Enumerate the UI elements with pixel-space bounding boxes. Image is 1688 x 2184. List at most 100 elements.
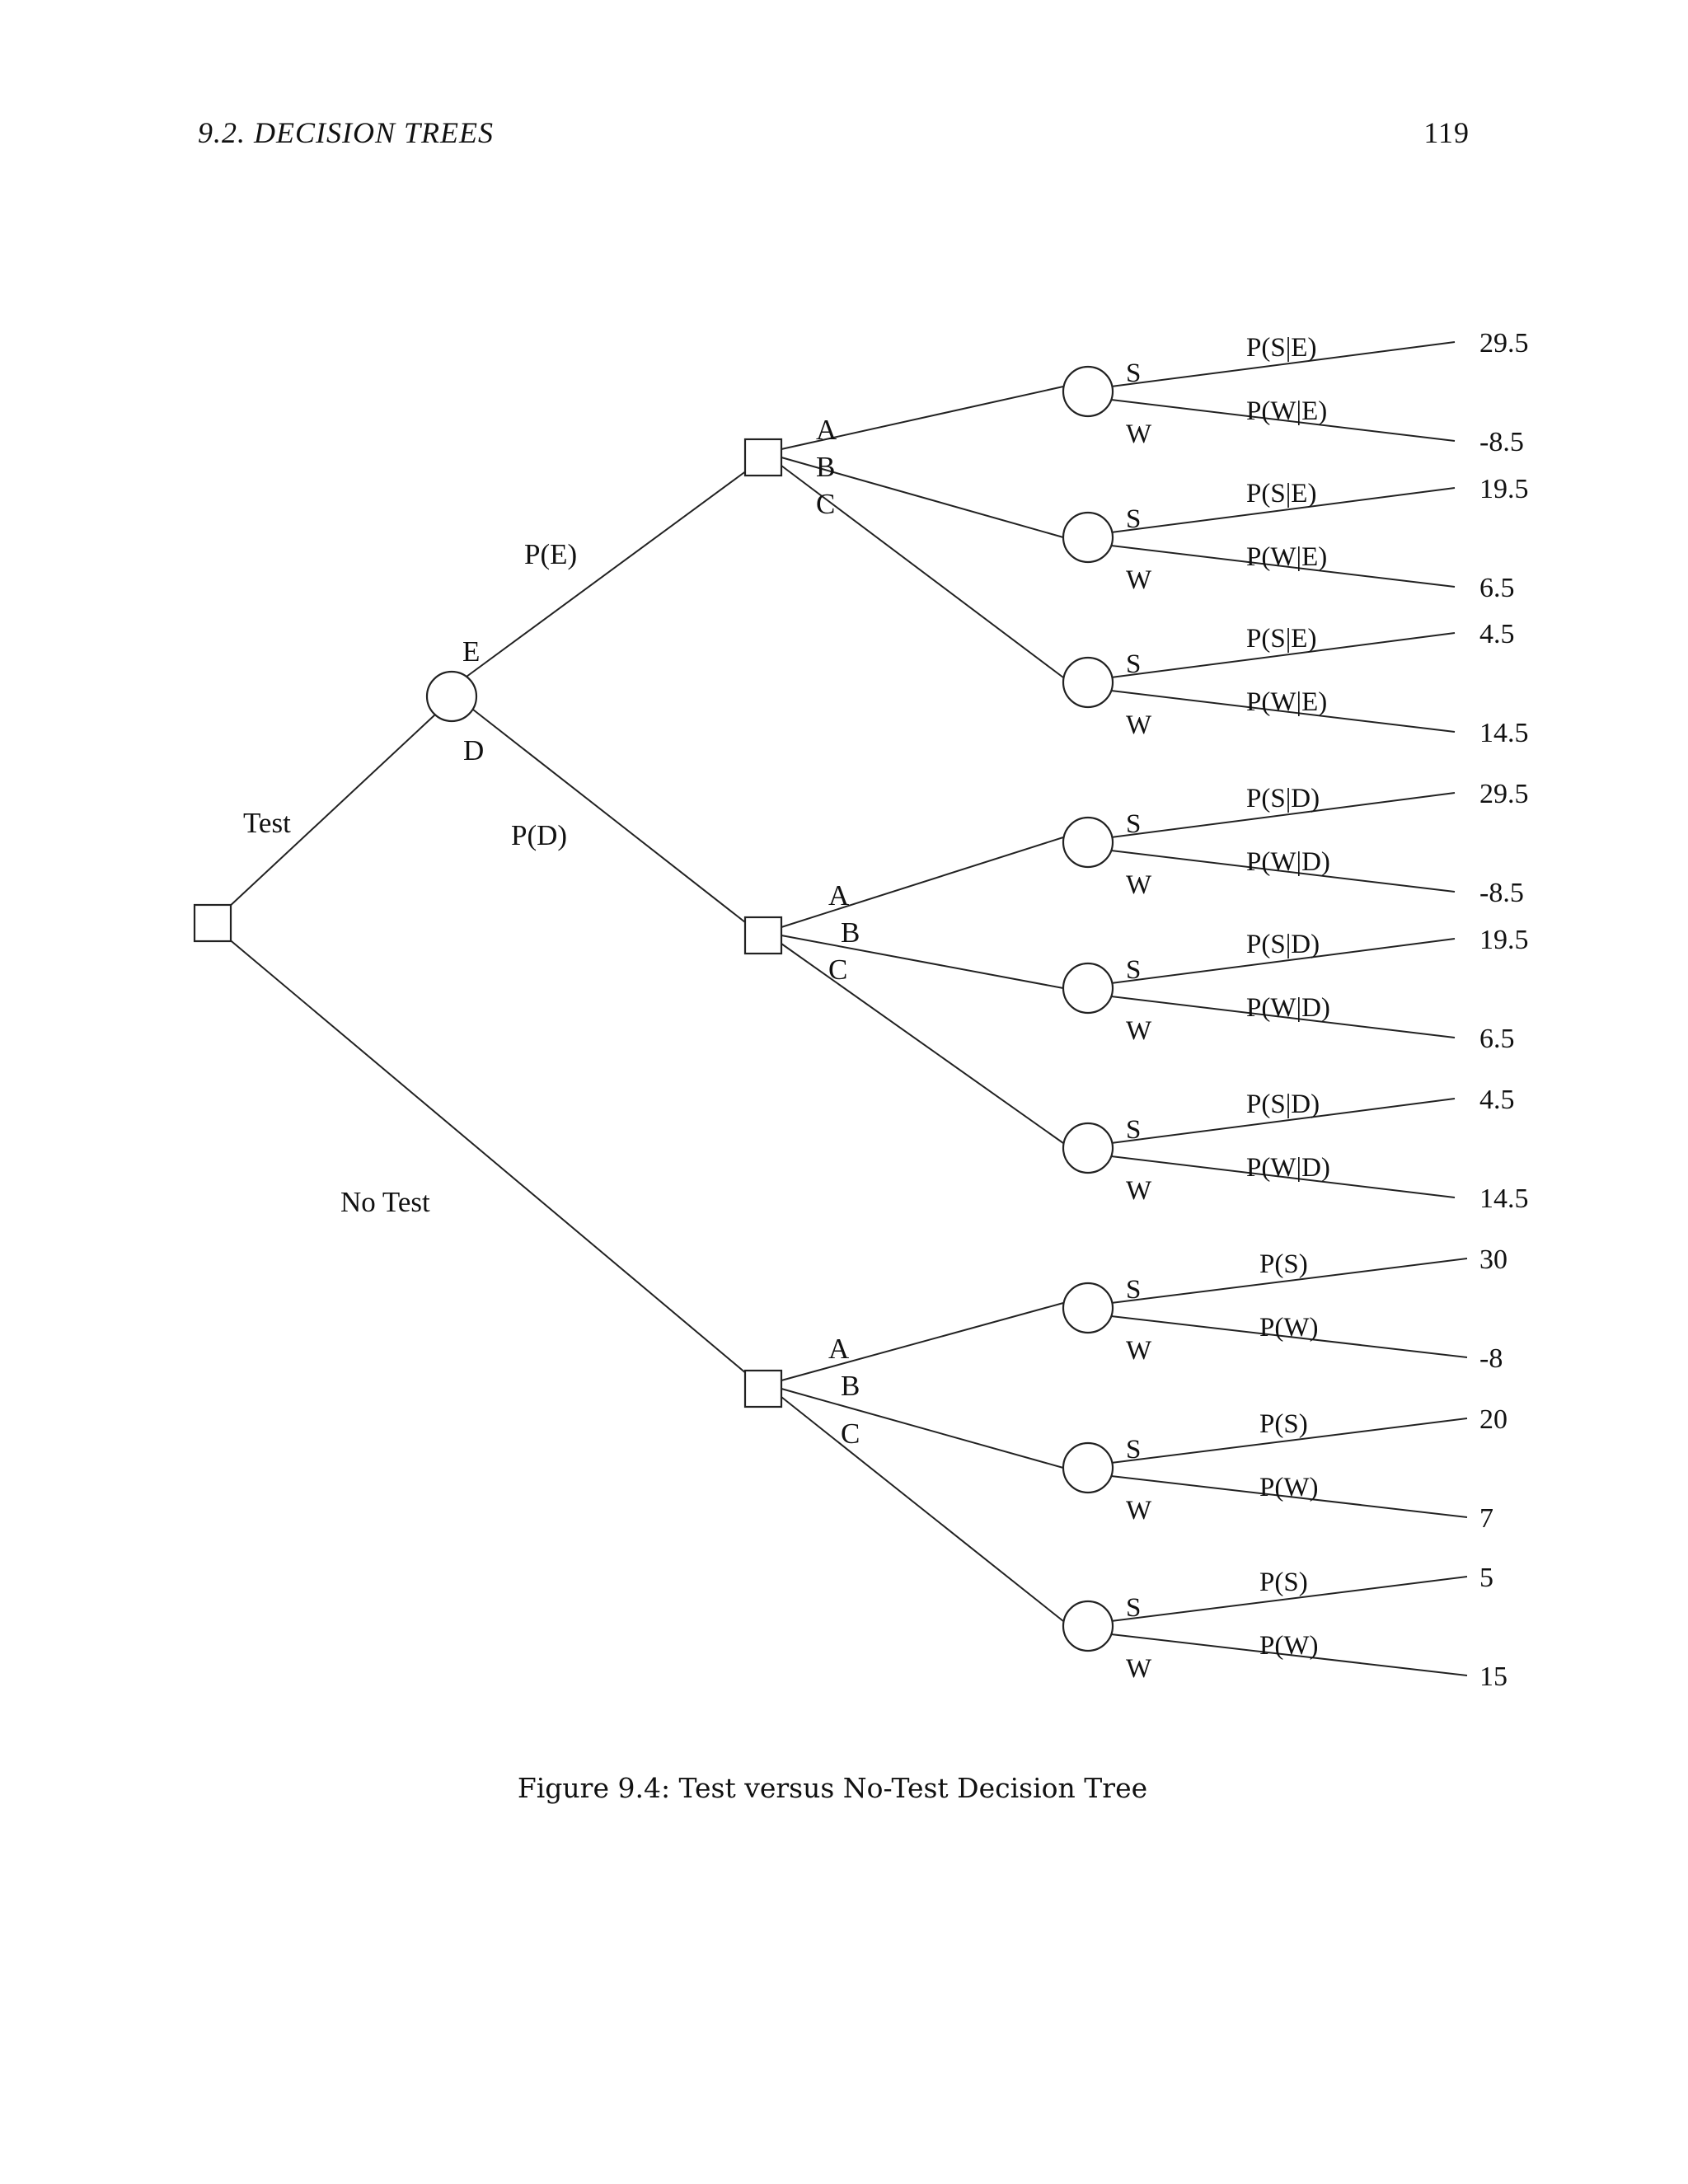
edge-notest-action-c — [781, 1396, 1064, 1622]
chance-node-e-b — [1062, 511, 1114, 564]
label-e-action-c: C — [816, 488, 835, 520]
label-notest-a-prob-s: P(S) — [1259, 1249, 1308, 1279]
label-e-action-a: A — [816, 414, 837, 446]
edge-notest-c-w — [1110, 1633, 1468, 1676]
payoff-d-c-w: 14.5 — [1479, 1183, 1529, 1214]
label-d-a-prob-w: P(W|D) — [1246, 847, 1330, 877]
edge-no-test — [227, 937, 748, 1375]
label-d-action-a: A — [828, 879, 850, 912]
label-notest-b-prob-s: P(S) — [1259, 1409, 1308, 1439]
chance-node-test-result — [425, 670, 478, 723]
label-d-c-prob-s: P(S|D) — [1246, 1090, 1320, 1119]
decision-node-d — [743, 916, 783, 955]
payoff-d-a-s: 29.5 — [1479, 779, 1529, 809]
decision-node-notest — [743, 1369, 783, 1408]
label-e-c-prob-s: P(S|E) — [1246, 624, 1316, 654]
edge-notest-b-s — [1110, 1418, 1468, 1464]
payoff-e-c-s: 4.5 — [1479, 619, 1515, 649]
tree-edges — [227, 341, 1468, 1676]
chance-node-notest-b — [1062, 1441, 1114, 1494]
chance-node-notest-c — [1062, 1600, 1114, 1652]
chance-node-d-a — [1062, 816, 1114, 869]
edge-d-a-w — [1110, 850, 1456, 893]
label-no-test: No Test — [340, 1186, 430, 1218]
label-e-c-s: S — [1126, 649, 1141, 679]
label-d-action-c: C — [828, 954, 847, 986]
payoff-d-b-w: 6.5 — [1479, 1024, 1515, 1054]
label-notest-a-s: S — [1126, 1275, 1141, 1305]
payoff-notest-c-w: 15 — [1479, 1661, 1507, 1692]
payoff-d-a-w: -8.5 — [1479, 878, 1524, 908]
edge-d — [472, 709, 746, 923]
label-notest-a-w: W — [1126, 1336, 1152, 1366]
edge-e-a-w — [1110, 399, 1456, 442]
payoff-e-a-s: 29.5 — [1479, 328, 1529, 359]
running-head-section: 9.2. DECISION TREES — [198, 116, 494, 149]
label-notest-b-w: W — [1126, 1496, 1152, 1526]
tree-nodes — [193, 365, 1114, 1652]
label-d-b-prob-s: P(S|D) — [1246, 930, 1320, 959]
label-e-b-prob-w: P(W|E) — [1246, 542, 1327, 572]
payoff-e-a-w: -8.5 — [1479, 427, 1524, 457]
edge-e — [466, 470, 748, 677]
edge-d-c-w — [1110, 1155, 1456, 1198]
label-e: E — [462, 635, 480, 668]
edge-e-b-s — [1110, 487, 1456, 533]
label-notest-b-s: S — [1126, 1435, 1141, 1465]
edge-e-action-c — [781, 465, 1064, 678]
edge-notest-c-s — [1110, 1576, 1468, 1622]
payoff-notest-a-s: 30 — [1479, 1244, 1507, 1275]
label-d-c-prob-w: P(W|D) — [1246, 1153, 1330, 1183]
payoff-d-b-s: 19.5 — [1479, 925, 1529, 955]
label-d-c-w: W — [1126, 1176, 1152, 1206]
label-notest-c-prob-s: P(S) — [1259, 1568, 1308, 1597]
chance-node-e-a — [1062, 365, 1114, 418]
label-e-b-s: S — [1126, 504, 1141, 534]
chance-node-d-c — [1062, 1122, 1114, 1174]
edge-d-c-s — [1110, 1098, 1456, 1144]
edge-e-b-w — [1110, 545, 1456, 588]
payoff-e-b-s: 19.5 — [1479, 474, 1529, 504]
edge-notest-a-s — [1110, 1258, 1468, 1304]
label-d-a-s: S — [1126, 809, 1141, 839]
chance-node-e-c — [1062, 656, 1114, 709]
label-notest-b-prob-w: P(W) — [1259, 1473, 1318, 1502]
label-e-a-prob-w: P(W|E) — [1246, 396, 1327, 426]
payoff-d-c-s: 4.5 — [1479, 1085, 1515, 1115]
edge-d-a-s — [1110, 792, 1456, 838]
page-number: 119 — [1423, 116, 1470, 149]
label-notest-action-b: B — [841, 1370, 860, 1402]
label-d-c-s: S — [1126, 1115, 1141, 1145]
edge-d-b-w — [1110, 996, 1456, 1038]
label-e-b-prob-s: P(S|E) — [1246, 479, 1316, 509]
payoff-notest-a-w: -8 — [1479, 1343, 1503, 1374]
edge-test — [227, 714, 436, 909]
edge-e-action-b — [781, 457, 1064, 538]
label-e-c-prob-w: P(W|E) — [1246, 687, 1327, 717]
edge-notest-action-b — [781, 1388, 1064, 1469]
label-notest-c-prob-w: P(W) — [1259, 1631, 1318, 1661]
chance-node-d-b — [1062, 962, 1114, 1015]
payoff-notest-b-s: 20 — [1479, 1404, 1507, 1435]
label-test: Test — [243, 807, 291, 839]
decision-node-e — [743, 438, 783, 477]
edge-d-action-b — [781, 935, 1064, 989]
figure-caption: Figure 9.4: Test versus No-Test Decision… — [517, 1772, 1148, 1804]
payoff-notest-b-w: 7 — [1479, 1503, 1493, 1534]
chance-node-notest-a — [1062, 1282, 1114, 1334]
label-notest-c-w: W — [1126, 1654, 1152, 1684]
label-d-b-s: S — [1126, 955, 1141, 985]
decision-node-root — [193, 903, 232, 943]
label-e-a-w: W — [1126, 419, 1152, 449]
edge-e-c-s — [1110, 632, 1456, 678]
label-e-a-prob-s: P(S|E) — [1246, 333, 1316, 363]
edge-notest-action-a — [781, 1302, 1064, 1381]
edge-d-action-a — [781, 837, 1064, 928]
label-notest-c-s: S — [1126, 1593, 1141, 1623]
label-notest-action-a: A — [828, 1333, 850, 1365]
edge-notest-b-w — [1110, 1475, 1468, 1518]
payoff-e-b-w: 6.5 — [1479, 573, 1515, 603]
label-prob-e: P(E) — [524, 538, 577, 570]
